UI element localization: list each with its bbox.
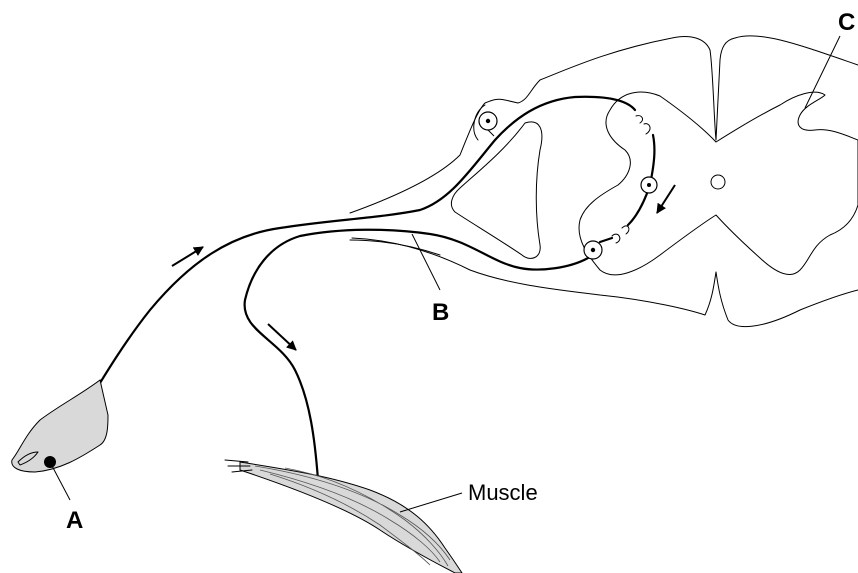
grey-matter-outline xyxy=(579,92,858,275)
ventral-root-sheath xyxy=(350,240,440,255)
spinal-cord-outline xyxy=(350,36,858,327)
leader-muscle xyxy=(400,493,462,512)
synapse-lower xyxy=(612,226,629,243)
sensory-nucleus xyxy=(486,119,490,123)
label-a: A xyxy=(66,507,83,534)
label-b: B xyxy=(432,299,449,326)
sensory-neuron xyxy=(50,97,635,462)
muscle-tendon xyxy=(225,460,252,472)
label-c: C xyxy=(838,9,855,36)
label-muscle: Muscle xyxy=(468,480,538,505)
motor-arrow xyxy=(268,324,296,350)
leader-a xyxy=(50,462,70,500)
central-canal xyxy=(711,175,725,189)
interneuron-arrow xyxy=(657,185,675,213)
leader-b xyxy=(412,234,440,290)
finger xyxy=(12,380,108,472)
synapse-upper xyxy=(636,116,650,134)
muscle-shape xyxy=(240,462,462,573)
